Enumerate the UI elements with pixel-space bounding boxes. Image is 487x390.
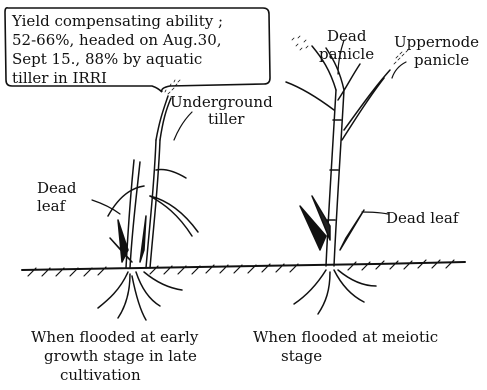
uppernode-panicle-label-line-2: panicle [414, 52, 469, 69]
left-caption-line-2: growth stage in late [44, 347, 197, 365]
left-dead-leaf-label-line-1: Dead [37, 180, 76, 197]
underground-tiller-label-line-2: tiller [208, 111, 244, 128]
dead-panicle-label-line-1: Dead [327, 28, 366, 45]
right-caption-line-1: When flooded at meiotic [253, 328, 438, 346]
underground-tiller-label-line-1: Underground [170, 94, 273, 111]
dead-panicle-label-line-2: panicle [319, 46, 374, 63]
right-caption-line-2: stage [281, 347, 322, 365]
left-dead-leaf-label-line-2: leaf [37, 198, 65, 215]
ground-surface [22, 260, 465, 276]
right-dead-leaf-label: Dead leaf [386, 210, 458, 227]
right-rice-plant [286, 36, 408, 314]
uppernode-panicle-label-line-1: Uppernode [394, 34, 479, 51]
left-caption-line-1: When flooded at early [31, 328, 198, 346]
left-caption-line-3: cultivation [60, 366, 141, 384]
left-rice-plant [98, 80, 198, 320]
